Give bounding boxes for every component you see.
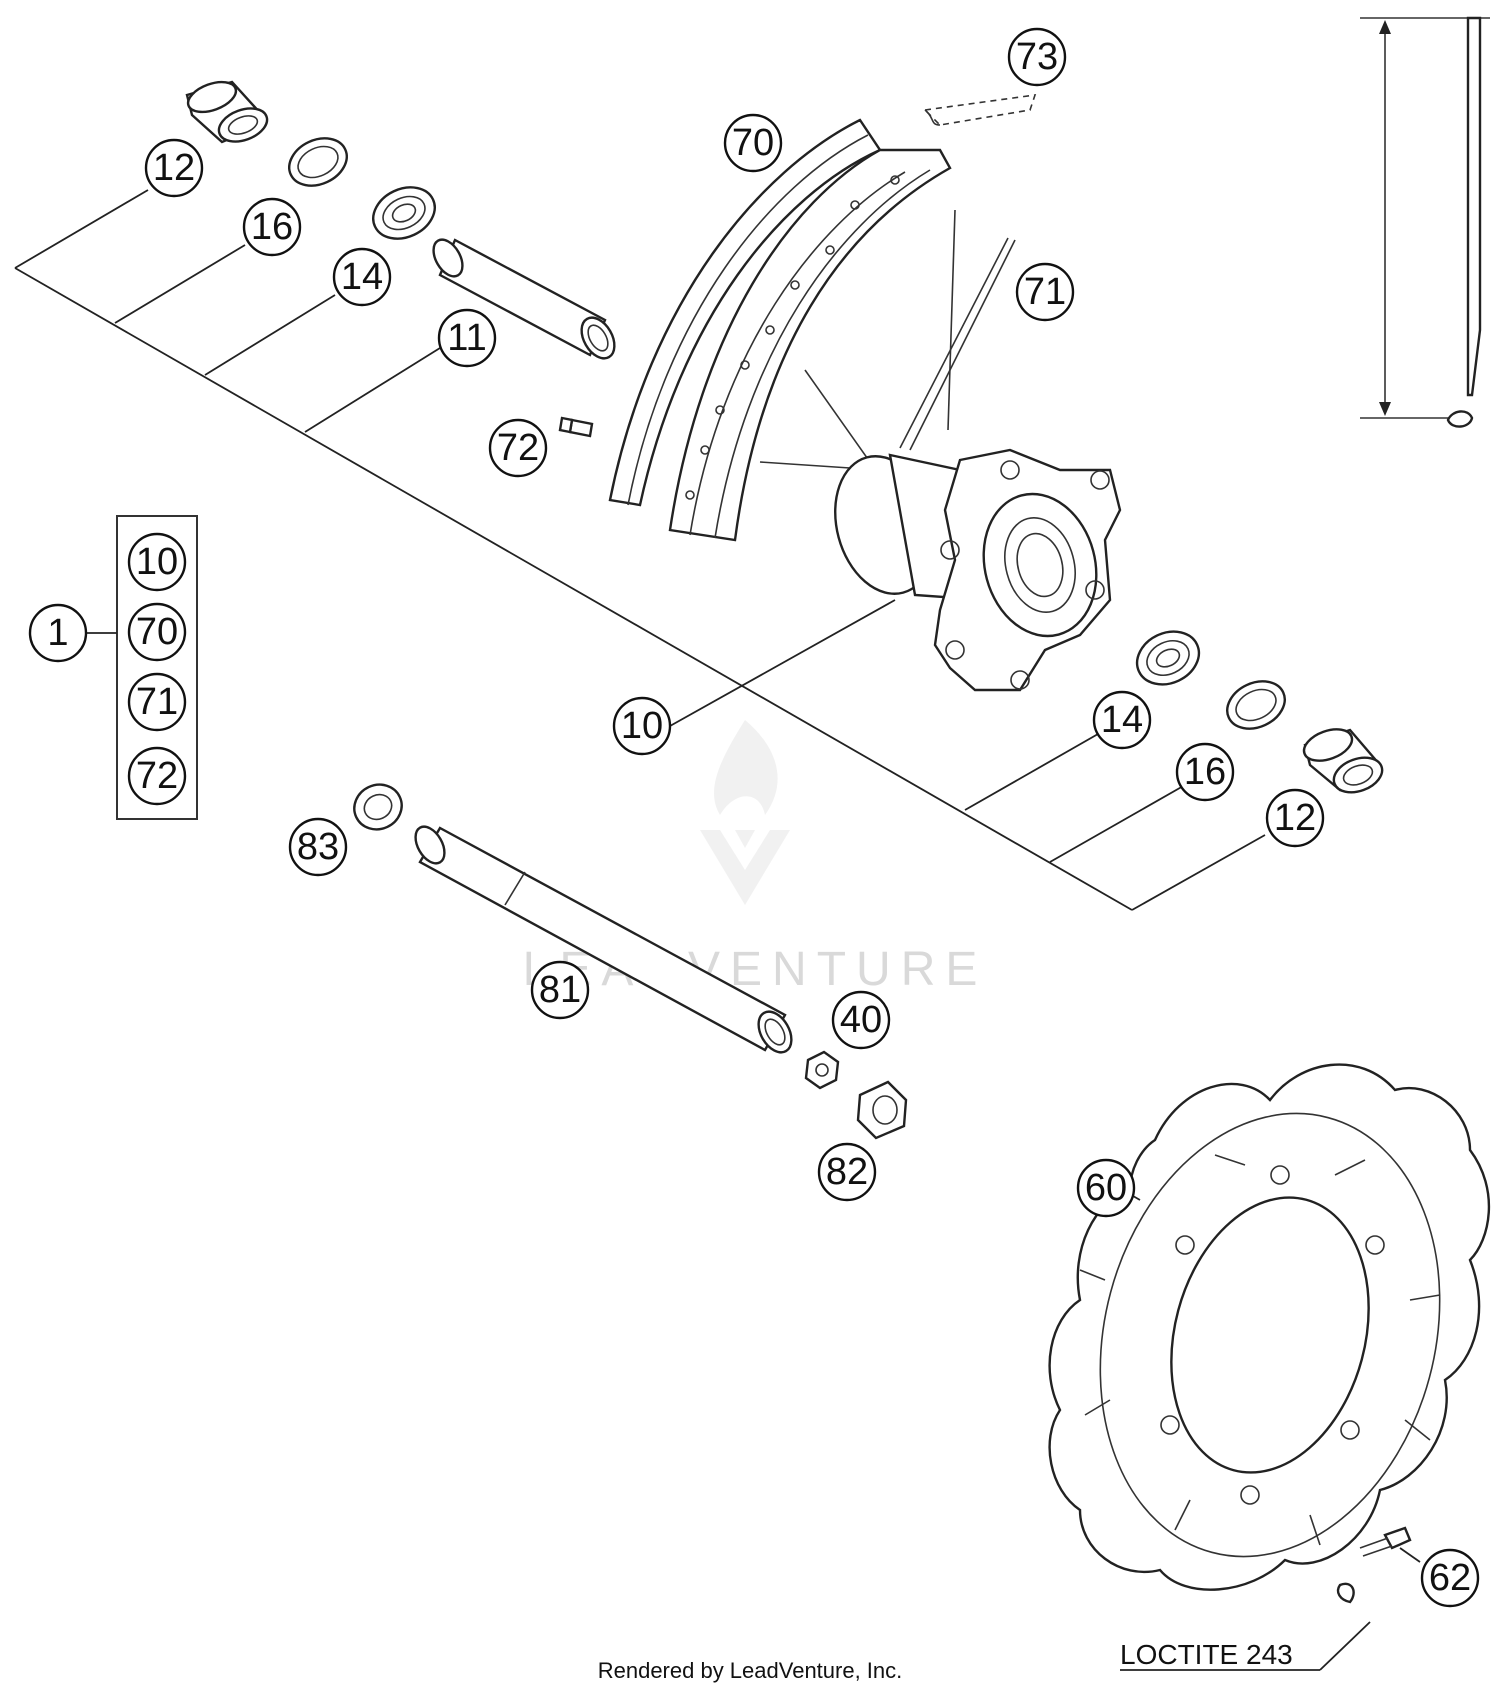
spacer-right (1302, 728, 1384, 794)
assembly-group-box (116, 515, 198, 820)
callout-12-left: 12 (144, 138, 204, 198)
wheel-rim (608, 118, 952, 542)
distance-sleeve (432, 238, 616, 360)
callout-82: 82 (817, 1142, 877, 1202)
spoke-nipple (558, 416, 594, 438)
svg-text:12: 12 (1274, 797, 1316, 839)
svg-text:81: 81 (539, 969, 581, 1011)
callout-11: 11 (437, 308, 497, 368)
svg-text:16: 16 (1184, 751, 1226, 793)
svg-text:14: 14 (1101, 699, 1143, 741)
callout-81: 81 (530, 960, 590, 1020)
callout-73: 73 (1007, 27, 1067, 87)
rim-spoke-holes (685, 175, 900, 500)
callout-70-group: 70 (127, 602, 187, 662)
svg-text:60: 60 (1085, 1167, 1127, 1209)
svg-text:10: 10 (621, 705, 663, 747)
svg-text:14: 14 (341, 256, 383, 298)
callout-72-group: 72 (127, 746, 187, 806)
callout-83: 83 (288, 817, 348, 877)
callout-70-rim: 70 (723, 113, 783, 173)
svg-text:62: 62 (1429, 1557, 1471, 1599)
callout-16-left: 16 (242, 197, 302, 257)
svg-text:16: 16 (251, 206, 293, 248)
assembly-leader-lines (14, 189, 1266, 911)
callout-71-spokes: 71 (1015, 262, 1075, 322)
hub-bolt-holes (940, 460, 1110, 690)
watermark-logo (700, 720, 790, 905)
callout-10-group: 10 (127, 532, 187, 592)
callout-10-hub: 10 (612, 696, 672, 756)
nut-40 (804, 1050, 840, 1090)
callout-40: 40 (831, 990, 891, 1050)
callout-1: 1 (28, 603, 88, 663)
wheel-spindle (414, 825, 793, 1054)
svg-text:70: 70 (732, 122, 774, 164)
brake-disc (1048, 1063, 1491, 1591)
svg-text:83: 83 (297, 826, 339, 868)
callout-12-right: 12 (1265, 788, 1325, 848)
svg-text:71: 71 (136, 681, 178, 723)
callout-14-left: 14 (332, 247, 392, 307)
shaft-seal-right (1226, 680, 1286, 730)
callout-16-right: 16 (1175, 742, 1235, 802)
svg-text:11: 11 (447, 317, 486, 359)
svg-text:72: 72 (497, 427, 539, 469)
ball-bearing-right (1135, 630, 1201, 686)
callout-62: 62 (1420, 1548, 1480, 1608)
svg-text:70: 70 (136, 611, 178, 653)
svg-text:73: 73 (1016, 36, 1058, 78)
svg-text:40: 40 (840, 999, 882, 1041)
callout-71-group: 71 (127, 672, 187, 732)
loctite-note: LOCTITE 243 (1120, 1639, 1293, 1670)
callout-72-nipple: 72 (488, 418, 548, 478)
disc-mount-holes (1160, 1165, 1385, 1505)
rim-tape (923, 94, 1037, 126)
spacer-left (185, 80, 269, 144)
disc-cooling-slots (1079, 1154, 1441, 1546)
svg-text:82: 82 (826, 1151, 868, 1193)
wheel-hub (834, 448, 1122, 692)
callout-14-right: 14 (1092, 690, 1152, 750)
disc-screw (1336, 1526, 1412, 1604)
svg-text:72: 72 (136, 755, 178, 797)
callout-60: 60 (1076, 1158, 1136, 1218)
svg-text:10: 10 (136, 541, 178, 583)
ball-bearing-left (372, 186, 436, 240)
svg-text:71: 71 (1024, 271, 1066, 313)
svg-text:1: 1 (47, 612, 68, 654)
axle-nut-83 (353, 783, 403, 831)
collar-bolt-82 (856, 1080, 908, 1140)
footer-credit: Rendered by LeadVenture, Inc. (598, 1658, 903, 1683)
spoke-gauge (1360, 16, 1490, 428)
shaft-seal-left (288, 137, 348, 187)
svg-text:12: 12 (153, 147, 195, 189)
